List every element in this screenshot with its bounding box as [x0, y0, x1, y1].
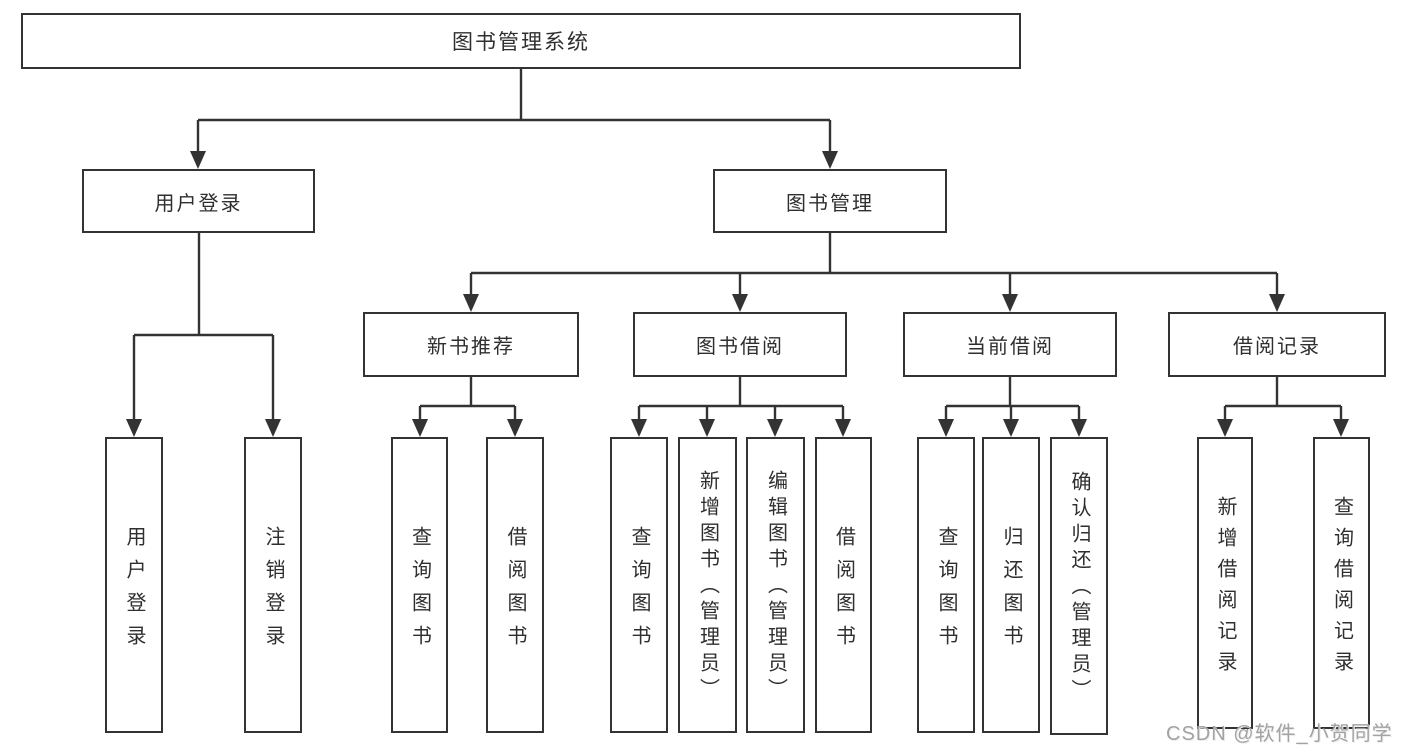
arrowheads	[126, 151, 1349, 437]
leaf-label: 查询图书	[628, 525, 650, 658]
leaf-query-books-current: 查询图书	[917, 437, 975, 733]
leaf-user-login: 用户登录	[105, 437, 163, 733]
leaf-label: 查询借阅记录	[1330, 495, 1353, 682]
csdn-watermark: CSDN @软件_小贺同学	[1166, 723, 1393, 745]
node-current-borrowing: 当前借阅	[903, 312, 1117, 377]
leaf-borrow-books-recommend: 借阅图书	[486, 437, 544, 733]
node-user-login: 用户登录	[82, 169, 315, 233]
node-label: 图书借阅	[696, 336, 784, 358]
leaf-add-borrow-record: 新增借阅记录	[1197, 437, 1253, 729]
node-library-management-system: 图书管理系统	[21, 13, 1021, 69]
leaf-query-borrow-record: 查询借阅记录	[1313, 437, 1370, 729]
node-borrow-records: 借阅记录	[1168, 312, 1386, 377]
leaf-return-books: 归还图书	[982, 437, 1040, 733]
leaf-label: 注销登录	[262, 525, 284, 658]
leaf-label: 借阅图书	[504, 525, 526, 658]
node-label: 借阅记录	[1233, 336, 1321, 358]
leaf-label: 新增借阅记录	[1214, 495, 1236, 682]
node-label: 用户登录	[154, 192, 243, 215]
leaf-label: 新增图书（管理员）	[696, 470, 719, 704]
node-label: 新书推荐	[427, 336, 515, 358]
node-label: 图书管理系统	[452, 31, 590, 54]
leaf-label: 确认归还（管理员）	[1068, 471, 1090, 705]
leaf-label: 查询图书	[935, 525, 957, 658]
node-new-book-recommend: 新书推荐	[363, 312, 579, 377]
leaf-confirm-return-admin: 确认归还（管理员）	[1050, 437, 1108, 735]
node-book-management: 图书管理	[713, 169, 947, 233]
leaf-label: 借阅图书	[832, 525, 855, 658]
node-label: 图书管理	[786, 192, 874, 215]
leaf-label: 归还图书	[1000, 525, 1022, 658]
leaf-logout: 注销登录	[244, 437, 302, 733]
leaf-label: 编辑图书（管理员）	[764, 470, 787, 704]
leaf-add-books-admin: 新增图书（管理员）	[678, 437, 737, 733]
leaf-label: 用户登录	[123, 525, 145, 658]
leaf-query-books-borrowing: 查询图书	[610, 437, 668, 733]
leaf-borrow-books-borrowing: 借阅图书	[815, 437, 872, 733]
leaf-query-books-recommend: 查询图书	[391, 437, 448, 733]
node-label: 当前借阅	[966, 336, 1054, 358]
node-book-borrowing: 图书借阅	[633, 312, 847, 377]
leaf-label: 查询图书	[408, 525, 431, 658]
leaf-edit-books-admin: 编辑图书（管理员）	[746, 437, 805, 733]
